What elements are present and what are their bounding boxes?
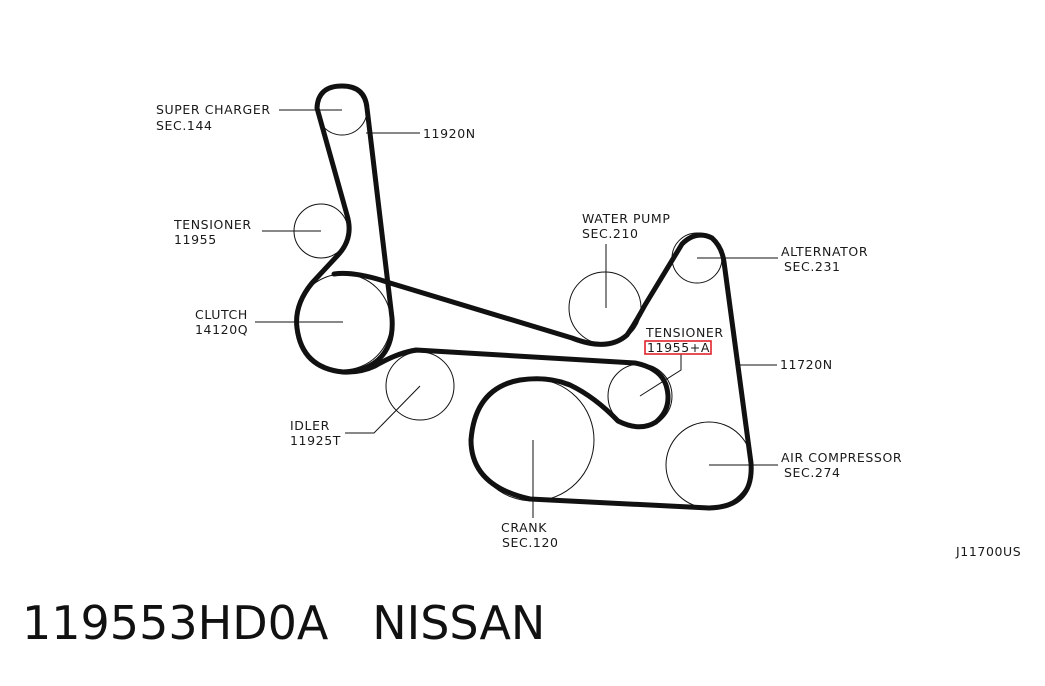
- air-compressor-sec-label: SEC.274: [784, 465, 841, 480]
- tensioner2-name-label: TENSIONER: [645, 325, 724, 340]
- crank-sec-label: SEC.120: [502, 535, 559, 550]
- supercharger-sec-label: SEC.144: [156, 118, 213, 133]
- alternator-name-label: ALTERNATOR: [781, 244, 868, 259]
- supercharger-name-label: SUPER CHARGER: [156, 102, 271, 117]
- idler-name-label: IDLER: [290, 418, 330, 433]
- tensioner2-highlight-box[interactable]: [644, 340, 712, 355]
- footer-title: 119553HD0A NISSAN: [22, 596, 545, 650]
- tensioner2-leader: [639, 354, 682, 397]
- alternator-sec-label: SEC.231: [784, 259, 841, 274]
- tensioner2-part-label[interactable]: 11955+A: [647, 340, 710, 355]
- brand-name: NISSAN: [372, 596, 546, 650]
- idler-leader: [345, 385, 421, 434]
- crank-name-label: CRANK: [501, 520, 547, 535]
- footer-separator: [328, 596, 372, 650]
- tensioner-part-label: 11955: [174, 232, 217, 247]
- part-number: 119553HD0A: [22, 596, 329, 650]
- idler-part-label: 11925T: [290, 433, 341, 448]
- belt-upper-label: 11920N: [423, 126, 476, 141]
- water-pump-sec-label: SEC.210: [582, 226, 639, 241]
- belt-11720n: [331, 232, 754, 511]
- belt-11920n: [294, 83, 395, 375]
- water-pump-name-label: WATER PUMP: [582, 211, 670, 226]
- clutch-part-label: 14120Q: [195, 322, 248, 337]
- air-compressor-name-label: AIR COMPRESSOR: [781, 450, 902, 465]
- tensioner-name-label: TENSIONER: [173, 217, 252, 232]
- diagram-code-label: J11700US: [955, 544, 1021, 559]
- belt-lower-label: 11720N: [780, 357, 833, 372]
- clutch-name-label: CLUTCH: [195, 307, 248, 322]
